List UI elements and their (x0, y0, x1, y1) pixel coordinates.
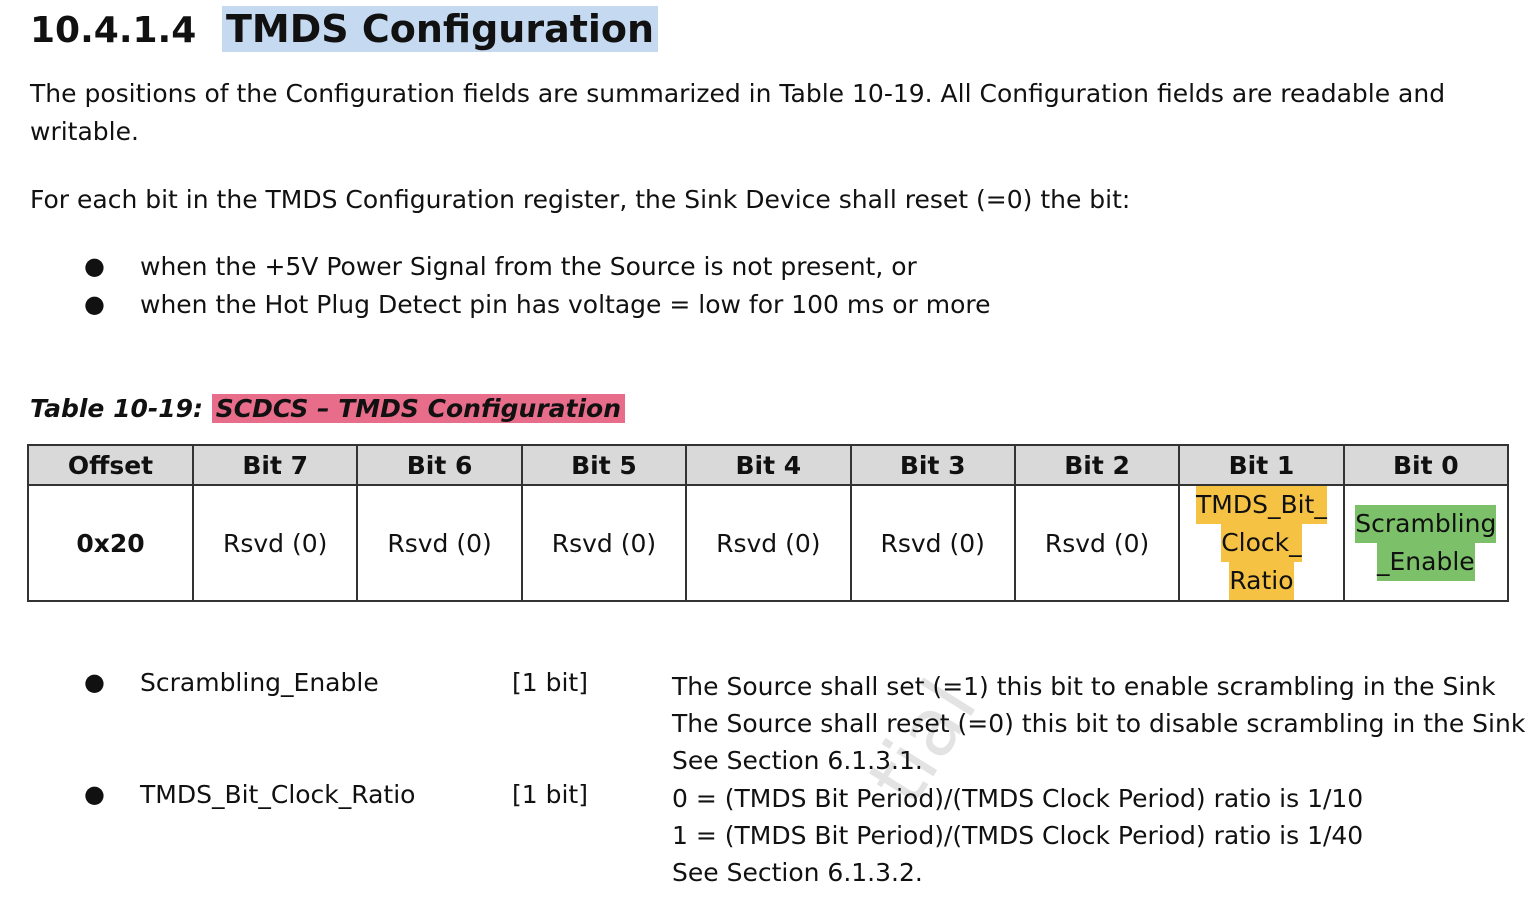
description-line: See Section 6.1.3.2. (672, 858, 923, 887)
bit1-line: Ratio (1229, 562, 1294, 600)
field-tmds-bit-clock-ratio: ● TMDS_Bit_Clock_Ratio [1 bit] 0 = (TMDS… (84, 780, 1524, 900)
header-bit4: Bit 4 (685, 444, 852, 486)
header-bit0: Bit 0 (1342, 444, 1510, 486)
bit1-line: Clock_ (1221, 524, 1302, 562)
register-table: Offset Bit 7 Bit 6 Bit 5 Bit 4 Bit 3 Bit… (27, 444, 1510, 602)
reset-paragraph: For each bit in the TMDS Configuration r… (30, 185, 1131, 214)
table-caption: Table 10-19: SCDCS – TMDS Configuration (30, 394, 626, 423)
bullet-icon: ● (84, 668, 105, 696)
field-scrambling-enable: ● Scrambling_Enable [1 bit] The Source s… (84, 668, 1525, 788)
section-title: TMDS Configuration (222, 6, 659, 52)
field-size: [1 bit] (512, 668, 588, 697)
bit1-line: TMDS_Bit_ (1196, 486, 1327, 524)
description-line: The Source shall reset (=0) this bit to … (672, 709, 1526, 738)
field-description: The Source shall set (=1) this bit to en… (672, 668, 1525, 779)
bit0-line: Scrambling (1355, 505, 1497, 543)
bit0-line: _Enable (1376, 543, 1475, 581)
header-bit6: Bit 6 (356, 444, 523, 486)
header-bit3: Bit 3 (849, 444, 1016, 486)
header-bit1: Bit 1 (1178, 444, 1345, 486)
bullet-text: when the Hot Plug Detect pin has voltage… (140, 290, 991, 319)
cell-bit5: Rsvd (0) (520, 484, 688, 602)
header-bit2: Bit 2 (1013, 444, 1181, 486)
bullet-text: when the +5V Power Signal from the Sourc… (140, 252, 917, 281)
description-line: 0 = (TMDS Bit Period)/(TMDS Clock Period… (672, 784, 1364, 813)
cell-bit4: Rsvd (0) (685, 484, 852, 602)
header-offset: Offset (27, 444, 194, 486)
bullet-icon: ● (84, 290, 105, 318)
field-description: 0 = (TMDS Bit Period)/(TMDS Clock Period… (672, 780, 1363, 891)
description-line: 1 = (TMDS Bit Period)/(TMDS Clock Period… (672, 821, 1364, 850)
cell-bit1: TMDS_Bit_ Clock_ Ratio (1178, 484, 1345, 602)
field-name: Scrambling_Enable (140, 668, 379, 697)
intro-paragraph: The positions of the Configuration field… (30, 79, 1446, 146)
cell-bit0: Scrambling _Enable (1342, 484, 1510, 602)
cell-bit3: Rsvd (0) (849, 484, 1016, 602)
description-line: See Section 6.1.3.1. (672, 746, 923, 775)
header-bit7: Bit 7 (191, 444, 359, 486)
field-size: [1 bit] (512, 780, 588, 809)
table-caption-prefix: Table 10-19: (30, 394, 204, 423)
cell-bit6: Rsvd (0) (356, 484, 523, 602)
bullet-icon: ● (84, 252, 105, 280)
table-header-row: Offset Bit 7 Bit 6 Bit 5 Bit 4 Bit 3 Bit… (27, 444, 1510, 486)
cell-bit2: Rsvd (0) (1013, 484, 1181, 602)
cell-bit7: Rsvd (0) (191, 484, 359, 602)
table-row: 0x20 Rsvd (0) Rsvd (0) Rsvd (0) Rsvd (0)… (27, 484, 1510, 602)
table-caption-title: SCDCS – TMDS Configuration (211, 394, 626, 423)
header-bit5: Bit 5 (520, 444, 688, 486)
field-name: TMDS_Bit_Clock_Ratio (140, 780, 416, 809)
cell-offset: 0x20 (27, 484, 194, 602)
section-number: 10.4.1.4 (30, 10, 197, 51)
bullet-icon: ● (84, 780, 105, 808)
description-line: The Source shall set (=1) this bit to en… (672, 672, 1496, 701)
